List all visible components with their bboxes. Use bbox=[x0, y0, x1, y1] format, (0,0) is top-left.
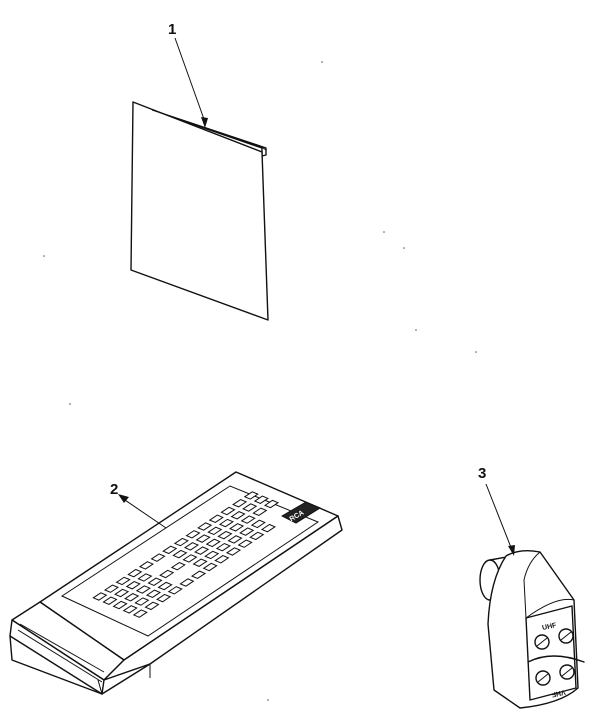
remote-key bbox=[173, 537, 189, 547]
remote-key bbox=[249, 531, 265, 541]
callout-1-label: 1 bbox=[168, 21, 176, 38]
callout-3: 3 bbox=[478, 465, 515, 556]
remote-key bbox=[122, 605, 138, 614]
remote-key bbox=[252, 507, 268, 517]
uhf-terminals bbox=[534, 628, 574, 650]
remote-key bbox=[159, 569, 175, 579]
remote-key bbox=[190, 570, 207, 580]
remote-key bbox=[218, 518, 234, 528]
callout-1-leader bbox=[174, 37, 206, 123]
remote-key bbox=[167, 586, 183, 595]
remote-key bbox=[228, 523, 245, 532]
remote-key bbox=[92, 592, 108, 601]
remote-key bbox=[227, 535, 243, 544]
remote-key bbox=[103, 584, 120, 593]
remote-control: RCA bbox=[9, 471, 343, 695]
vhf-label: VHF bbox=[550, 688, 566, 698]
remote-key bbox=[217, 530, 233, 540]
antenna-adapter: UHF VHF bbox=[479, 549, 585, 709]
remote-key bbox=[137, 573, 153, 582]
callout-3-leader bbox=[485, 483, 513, 551]
remote-key bbox=[124, 593, 140, 602]
remote-key bbox=[144, 601, 160, 611]
callout-2-arrowhead bbox=[118, 494, 129, 503]
remote-key bbox=[204, 550, 220, 560]
remote-key bbox=[183, 542, 200, 551]
remote-key bbox=[232, 498, 248, 508]
remote-key bbox=[134, 597, 150, 606]
remote-key bbox=[135, 585, 151, 594]
remote-key bbox=[253, 495, 269, 504]
remote-key bbox=[112, 600, 128, 610]
callout-3-arrowhead bbox=[508, 545, 515, 556]
remote-key bbox=[195, 534, 211, 543]
callout-2-label: 2 bbox=[110, 481, 118, 498]
remote-key bbox=[182, 554, 198, 563]
remote-logo-plate bbox=[280, 501, 322, 524]
remote-key bbox=[242, 503, 258, 512]
remote-key bbox=[260, 523, 276, 533]
remote-key bbox=[156, 593, 172, 603]
remote-key bbox=[170, 561, 186, 571]
remote-key bbox=[185, 530, 201, 539]
remote-key bbox=[162, 545, 178, 555]
remote-key bbox=[197, 522, 213, 531]
callout-2: 2 bbox=[110, 481, 167, 529]
remote-key bbox=[172, 549, 188, 559]
remote-key bbox=[237, 539, 253, 548]
remote-key bbox=[125, 580, 141, 590]
remote-key bbox=[263, 499, 280, 509]
remote-key bbox=[132, 609, 148, 618]
remote-key bbox=[102, 596, 118, 605]
adapter-wire bbox=[527, 655, 585, 663]
remote-key bbox=[179, 578, 195, 587]
remote-keypad bbox=[92, 491, 280, 618]
remote-key bbox=[114, 588, 130, 598]
remote-key bbox=[138, 561, 154, 570]
remote-key bbox=[250, 519, 266, 529]
remote-key bbox=[240, 515, 256, 524]
remote-key bbox=[194, 546, 210, 555]
remote-key bbox=[239, 527, 255, 536]
remote-key bbox=[127, 568, 143, 578]
remote-key bbox=[243, 491, 259, 500]
callout-2-leader bbox=[121, 497, 167, 529]
vhf-terminals bbox=[535, 664, 575, 686]
remote-key bbox=[230, 511, 246, 520]
remote-key bbox=[207, 526, 223, 536]
callout-1: 1 bbox=[168, 21, 208, 128]
remote-key bbox=[150, 553, 166, 562]
remote-key bbox=[157, 581, 173, 591]
remote-key bbox=[208, 514, 224, 523]
remote-key bbox=[145, 589, 162, 599]
remote-key bbox=[202, 562, 218, 572]
remote-key bbox=[225, 547, 242, 556]
scan-specks bbox=[43, 61, 477, 701]
remote-key bbox=[214, 554, 230, 564]
remote-key bbox=[205, 538, 221, 548]
remote-key bbox=[147, 577, 163, 586]
uhf-label: UHF bbox=[542, 622, 558, 632]
callout-1-arrowhead bbox=[201, 117, 208, 128]
remote-key bbox=[215, 542, 231, 552]
remote-key bbox=[115, 576, 131, 586]
manual-booklet bbox=[130, 101, 269, 321]
callout-3-label: 3 bbox=[478, 465, 486, 482]
remote-key bbox=[192, 558, 208, 567]
remote-key bbox=[220, 506, 236, 516]
